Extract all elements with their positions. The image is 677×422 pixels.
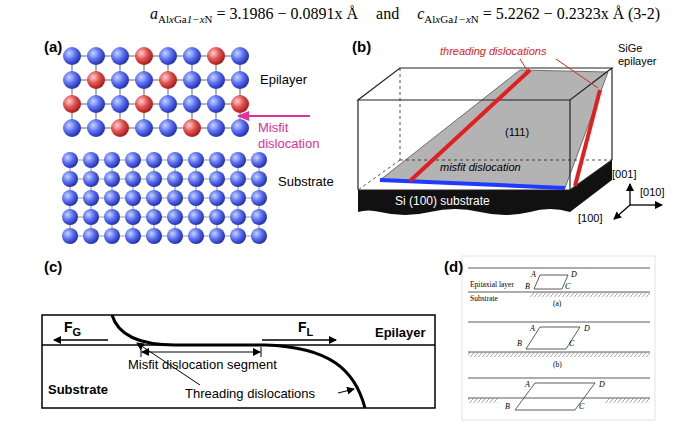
subscript: L	[307, 326, 314, 338]
subscript: x	[435, 13, 440, 25]
layer-label: Epitaxial layer	[470, 280, 514, 289]
layer-label: Epilayer	[260, 72, 307, 88]
force-label: FG	[64, 319, 81, 339]
layer-label: Substrate	[470, 294, 498, 303]
point-label: B	[517, 339, 522, 349]
panel-letter: (b)	[352, 38, 371, 56]
axis-label: [001]	[612, 168, 636, 181]
point-label: D	[571, 270, 577, 280]
formula-text: a	[150, 5, 158, 22]
subscript: N	[205, 13, 213, 25]
point-label: C	[565, 282, 570, 292]
point-label: D	[584, 324, 590, 334]
formula-text: = 3.1986 − 0.0891x Å	[216, 5, 358, 22]
dislocation-label: Threading dislocations	[185, 386, 315, 402]
layer-label: SiGe epilayer	[618, 42, 670, 68]
point-label: C	[569, 339, 574, 349]
subscript: N	[471, 13, 479, 25]
subscript: Ga	[440, 13, 453, 25]
layer-label: Substrate	[48, 382, 108, 398]
point-label: A	[531, 270, 536, 280]
formula-text: F	[298, 319, 307, 335]
axis-label: [010]	[640, 186, 664, 199]
formula-text: F	[64, 319, 73, 335]
force-label: FL	[298, 319, 313, 339]
panel-letter: (d)	[444, 258, 463, 276]
point-label: B	[505, 402, 510, 412]
layer-label: Epilayer	[375, 325, 426, 341]
equation: aAlxGa1−xN= 3.1986 − 0.0891x ÅandcAlxGa1…	[150, 4, 624, 26]
subscript: x	[169, 13, 174, 25]
subscript: 1−x	[453, 13, 471, 25]
point-label: D	[599, 380, 605, 390]
plane-label: (111)	[505, 126, 529, 139]
subscript: Al	[424, 13, 435, 25]
point-label: B	[525, 282, 530, 292]
segment-label: Misfit dislocation segment	[128, 357, 277, 373]
defect-label: threading dislocations	[440, 45, 546, 58]
substrate-label: Si (100) substrate	[395, 194, 490, 208]
defect-label: Misfit dislocation	[258, 120, 322, 151]
subscript: Ga	[174, 13, 187, 25]
equation-number: (3-2)	[628, 4, 660, 23]
point-label: C	[579, 402, 584, 412]
formula-text: and	[376, 5, 399, 22]
panel-letter: (c)	[44, 258, 62, 276]
formula-text: c	[417, 5, 424, 22]
point-label: A	[530, 324, 535, 334]
axis-label: [100]	[578, 212, 602, 225]
subscript: 1−x	[187, 13, 205, 25]
sub-caption: (b)	[553, 360, 562, 369]
subscript: G	[73, 326, 82, 338]
subscript: Al	[158, 13, 169, 25]
layer-label: Substrate	[278, 174, 334, 190]
sub-caption: (a)	[553, 299, 561, 308]
formula-text: = 5.2262 − 0.2323x Å	[483, 5, 625, 22]
point-label: A	[525, 380, 530, 390]
defect-label: misfit dislocation	[440, 161, 521, 174]
panel-letter: (a)	[44, 38, 62, 56]
